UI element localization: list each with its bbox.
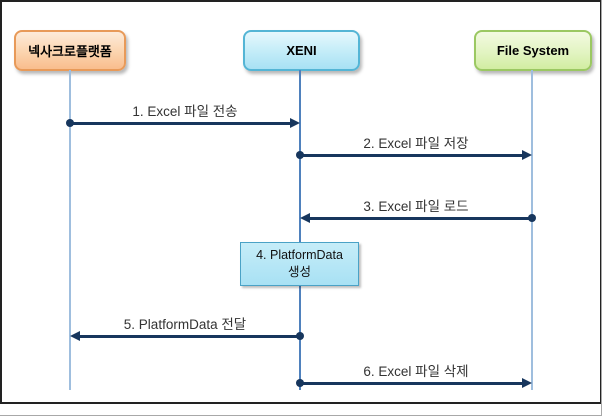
- message-label-1: 1. Excel 파일 전송: [132, 104, 238, 119]
- arrowhead-left-icon: [70, 331, 80, 341]
- actor-label-nexacro-platform: 넥사크로플랫폼: [28, 44, 112, 59]
- lifeline-xeni: [299, 70, 301, 390]
- message-label-5: 5. PlatformData 전달: [123, 317, 247, 332]
- lifeline-file-system: [531, 70, 533, 390]
- action-box-platformdata-create: 4. PlatformData 생성: [240, 242, 359, 286]
- actor-box-nexacro-platform: 넥사크로플랫폼: [14, 30, 126, 71]
- message-arrow-1: [66, 118, 300, 128]
- message-source-dot: [296, 332, 304, 340]
- message-arrow-3: [300, 213, 536, 223]
- message-label-3: 3. Excel 파일 로드: [363, 199, 469, 214]
- message-label-6: 6. Excel 파일 삭제: [363, 364, 469, 379]
- message-arrow-5: [70, 331, 304, 341]
- action-box-label-line2: 생성: [287, 265, 311, 279]
- actor-box-file-system: File System: [474, 30, 592, 71]
- message-line: [304, 216, 530, 220]
- message-source-dot: [528, 214, 536, 222]
- message-arrow-6: [296, 378, 532, 388]
- arrowhead-right-icon: [290, 118, 300, 128]
- action-box-label-line1: 4. PlatformData: [256, 247, 343, 262]
- arrowhead-left-icon: [300, 213, 310, 223]
- arrowhead-right-icon: [522, 378, 532, 388]
- message-line: [70, 121, 294, 125]
- message-line: [300, 381, 526, 385]
- arrowhead-right-icon: [522, 150, 532, 160]
- message-line: [74, 334, 298, 338]
- actor-label-file-system: File System: [496, 43, 570, 58]
- lifeline-nexacro-platform: [69, 70, 71, 390]
- message-arrow-2: [296, 150, 532, 160]
- message-line: [300, 153, 526, 157]
- diagram-border: [0, 0, 601, 404]
- actor-box-xeni: XENI: [243, 30, 360, 71]
- message-label-2: 2. Excel 파일 저장: [363, 136, 469, 151]
- actor-label-xeni: XENI: [286, 43, 317, 58]
